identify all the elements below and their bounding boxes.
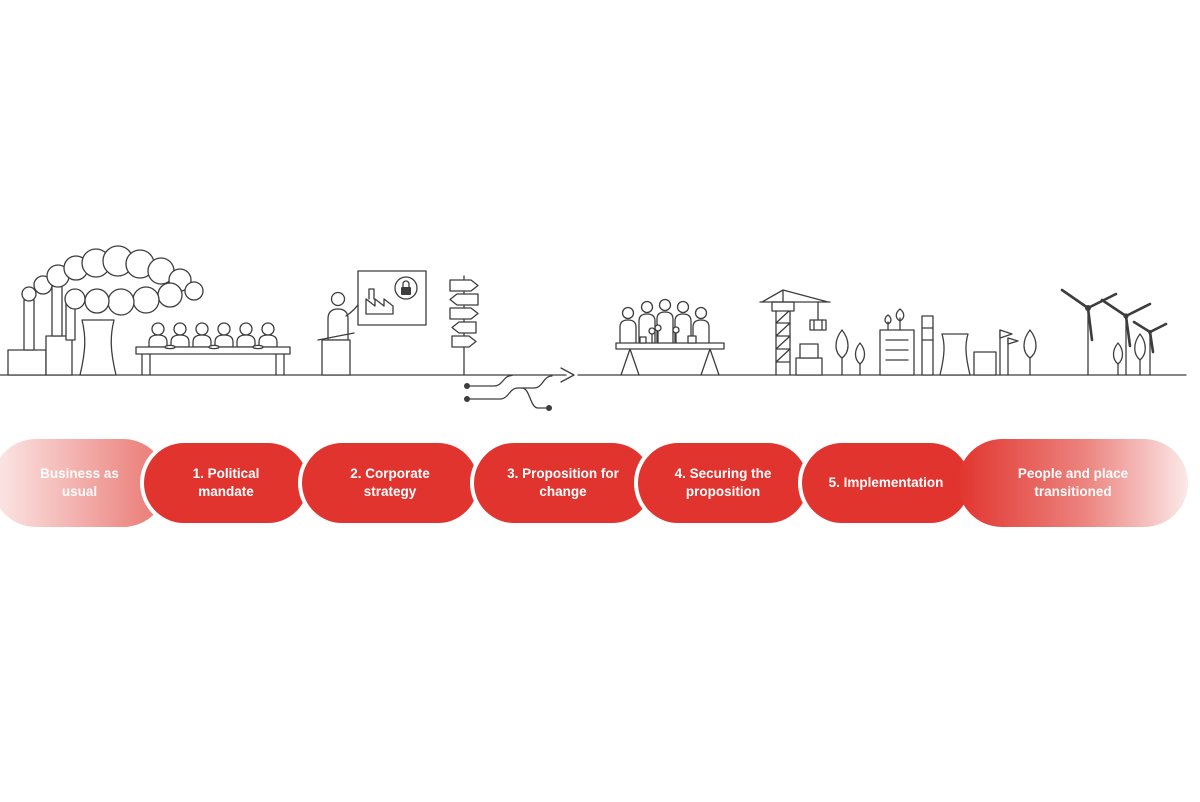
construction-crane-icon — [759, 289, 831, 376]
stage-label: People and place transitioned — [1017, 466, 1129, 499]
stage-pill-proposition-for-change: 3. Proposition for change — [470, 439, 656, 527]
presentation-board-lock-icon — [357, 270, 427, 326]
circuit-arrow-icon — [464, 374, 553, 411]
stage-pill-people-and-place-transitioned: People and place transitioned — [958, 439, 1188, 527]
stage-pill-corporate-strategy: 2. Corporate strategy — [298, 439, 482, 527]
transition-stage-band: Business as usual 1. Political mandate 2… — [0, 439, 1200, 531]
stage-label: 4. Securing the proposition — [674, 466, 772, 499]
green-buildings-icon — [879, 308, 1019, 376]
signpost-icon — [449, 275, 479, 376]
stage-label: 5. Implementation — [828, 475, 944, 491]
wind-turbines-icon — [1060, 288, 1168, 376]
stage-pill-securing-the-proposition: 4. Securing the proposition — [634, 439, 812, 527]
stage-label: 2. Corporate strategy — [350, 466, 430, 499]
presenter-podium-icon — [317, 291, 361, 376]
workshop-table-icon — [615, 298, 725, 376]
stage-label: 1. Political mandate — [192, 466, 260, 499]
transition-scene-illustration — [0, 245, 1187, 411]
trees-icon — [835, 329, 1146, 376]
meeting-table-icon — [135, 322, 291, 376]
stage-pill-political-mandate: 1. Political mandate — [140, 439, 312, 527]
stage-pill-implementation: 5. Implementation — [798, 439, 974, 527]
stage-pill-business-as-usual: Business as usual — [0, 439, 167, 527]
stage-label: Business as usual — [40, 466, 119, 499]
factory-smoke-icon — [7, 245, 204, 376]
stage-label: 3. Proposition for change — [507, 466, 619, 499]
